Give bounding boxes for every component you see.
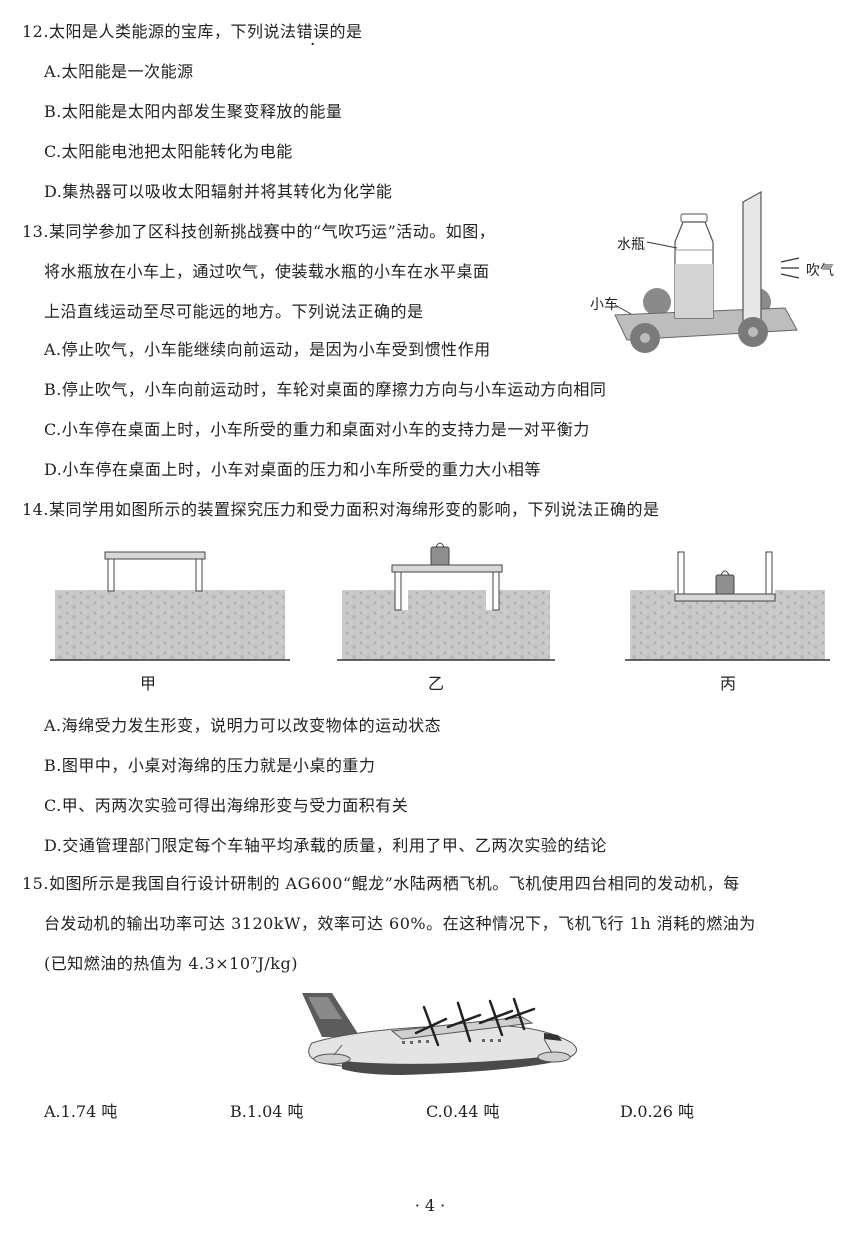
q13-stem-line-1: 13.某同学参加了区科技创新挑战赛中的“气吹巧运”活动。如图， — [22, 222, 496, 241]
seaplane-figure — [302, 993, 577, 1075]
q14-option-d: D.交通管理部门限定每个车轴平均承载的质量，利用了甲、乙两次实验的结论 — [44, 836, 607, 855]
q12-option-b: B.太阳能是太阳内部发生聚变释放的能量 — [44, 102, 343, 121]
q13-option-c: C.小车停在桌面上时，小车所受的重力和桌面对小车的支持力是一对平衡力 — [44, 420, 590, 439]
q13-stem-line-2: 将水瓶放在小车上，通过吹气，使装载水瓶的小车在水平桌面 — [44, 262, 490, 281]
q12-option-a: A.太阳能是一次能源 — [44, 62, 194, 81]
q14-option-b: B.图甲中，小桌对海绵的压力就是小桌的重力 — [44, 756, 376, 775]
label-cart: 小车 — [590, 297, 618, 313]
q15-options-row: A.1.74 吨 B.1.04 吨 C.0.44 吨 D.0.26 吨 — [44, 1098, 804, 1122]
q13-stem-line-3: 上沿直线运动至尽可能远的地方。下列说法正确的是 — [44, 302, 424, 321]
q14-option-a: A.海绵受力发生形变，说明力可以改变物体的运动状态 — [44, 716, 442, 735]
q12-stem: 12.太阳是人类能源的宝库，下列说法错误的是 — [22, 18, 362, 42]
q14-option-c: C.甲、丙两次实验可得出海绵形变与受力面积有关 — [44, 796, 409, 815]
q15-stem-line-3: (已知燃油的热值为 4.3×10⁷J/kg) — [44, 954, 298, 973]
q13-option-b: B.停止吹气，小车向前运动时，车轮对桌面的摩擦力方向与小车运动方向相同 — [44, 380, 607, 399]
sponge-jia — [50, 551, 290, 661]
q13-option-d: D.小车停在桌面上时，小车对桌面的压力和小车所受的重力大小相等 — [44, 460, 541, 479]
table-bing — [674, 551, 776, 602]
q15-stem-line-2: 台发动机的输出功率可达 3120kW，效率可达 60%。在这种情况下，飞机飞行 … — [44, 914, 756, 933]
q12-stem-post: 的是 — [329, 22, 363, 41]
bottle-shape — [674, 213, 714, 319]
table-jia — [104, 551, 206, 592]
wind-lines — [780, 257, 800, 279]
sponge-experiment-figure — [50, 542, 830, 661]
sponge-yi — [337, 542, 555, 661]
cart-bottle-figure — [614, 190, 800, 353]
cart-wheel-back-left — [643, 288, 671, 316]
page-number: · 4 · — [414, 1196, 446, 1215]
sponge-bing — [625, 551, 830, 661]
q12-stem-pre: 12.太阳是人类能源的宝库，下列说法 — [22, 22, 297, 41]
q15-stem-line-1: 15.如图所示是我国自行设计研制的 AG600“鲲龙”水陆两栖飞机。飞机使用四台… — [22, 874, 740, 893]
q15-option-d: D.0.26 吨 — [620, 1102, 695, 1121]
label-yi: 乙 — [428, 674, 445, 693]
cart-sail — [742, 190, 762, 329]
q13-option-a: A.停止吹气，小车能继续向前运动，是因为小车受到惯性作用 — [44, 340, 491, 359]
q15-option-c: C.0.44 吨 — [426, 1102, 500, 1121]
q12-option-c: C.太阳能电池把太阳能转化为电能 — [44, 142, 293, 161]
label-bottle: 水瓶 — [617, 237, 645, 253]
label-jia: 甲 — [140, 674, 157, 693]
q14-stem: 14.某同学用如图所示的装置探究压力和受力面积对海绵形变的影响，下列说法正确的是 — [22, 500, 660, 519]
weight-yi — [430, 542, 450, 566]
q15-option-b: B.1.04 吨 — [230, 1102, 304, 1121]
q12-option-d: D.集热器可以吸收太阳辐射并将其转化为化学能 — [44, 182, 393, 201]
q12-stem-emphasis: 错误 — [296, 22, 329, 41]
weight-bing — [715, 570, 735, 595]
label-blow: 吹气 — [806, 263, 834, 279]
q15-option-a: A.1.74 吨 — [44, 1102, 118, 1121]
label-bing: 丙 — [720, 674, 737, 693]
